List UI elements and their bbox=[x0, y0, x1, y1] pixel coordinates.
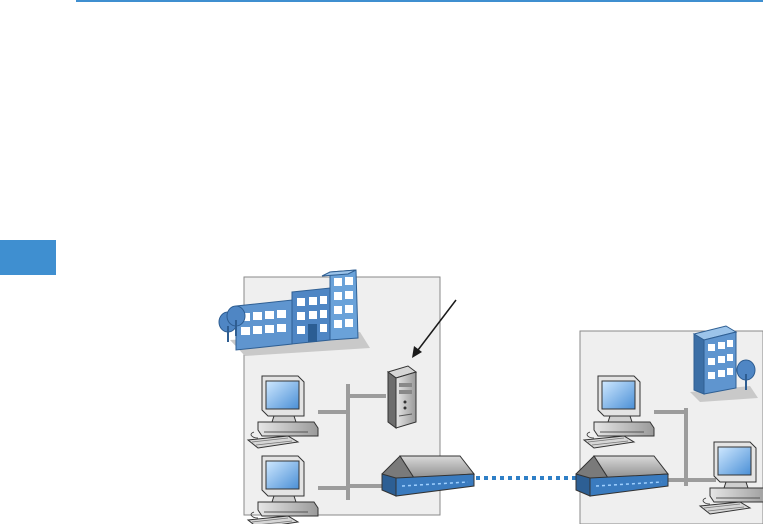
headquarters-site bbox=[219, 270, 474, 524]
branch-site bbox=[576, 326, 763, 524]
server-tower-icon bbox=[388, 366, 416, 428]
hq-router-icon bbox=[382, 456, 474, 496]
